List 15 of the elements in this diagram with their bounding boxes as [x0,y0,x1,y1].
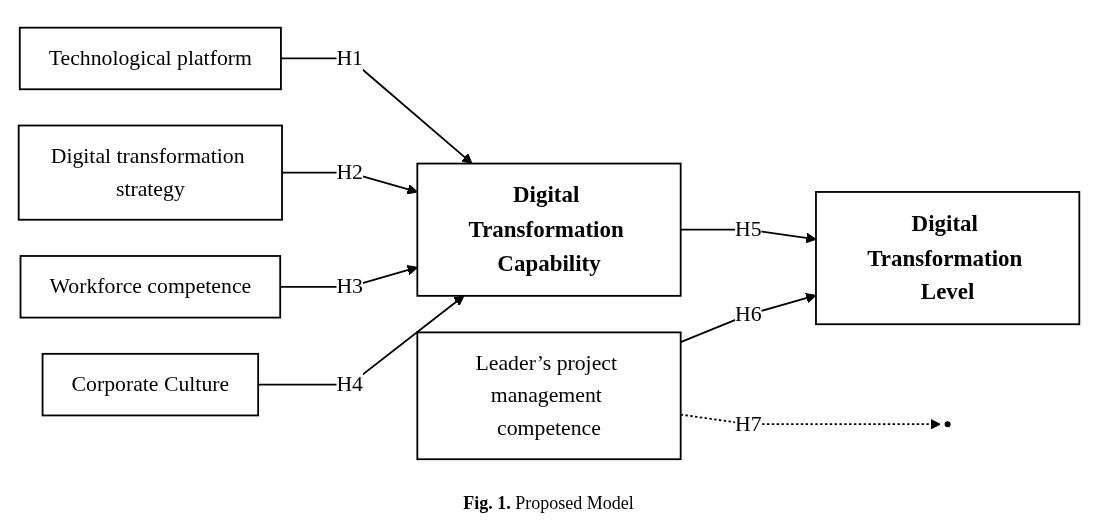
edge-label: H6 [734,301,762,327]
edge-label: H7 [734,411,762,436]
edge-label: H5 [734,217,762,242]
node-box: Workforce competence [19,255,281,319]
node-box: Digital Transformation Level [814,191,1080,326]
node-box: Digital transformation strategy [17,124,283,221]
figure-caption: Fig. 1. Proposed Model [463,493,634,514]
node-box: Leader’s project management competence [415,331,682,461]
node-box: Corporate Culture [41,352,259,417]
edge-label: H3 [335,274,363,299]
node-box: Digital Transformation Capability [415,162,682,297]
edge-label: H4 [335,371,363,397]
edge-label: H1 [335,45,363,70]
edge-label: H2 [335,159,363,185]
node-box: Technological platform [18,26,282,91]
